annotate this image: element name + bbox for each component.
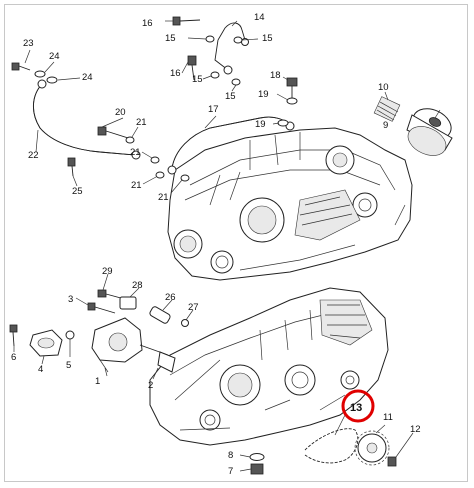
drain-plug (249, 453, 265, 475)
callout-25: 25 (72, 186, 83, 197)
callout-21-c: 21 (131, 180, 142, 191)
callout-23: 23 (23, 38, 34, 49)
callout-19-a: 19 (258, 89, 269, 100)
callout-8: 8 (228, 450, 233, 461)
callout-12: 12 (410, 424, 421, 435)
callout-17: 17 (208, 104, 219, 115)
callout-27: 27 (188, 302, 199, 313)
callout-20: 20 (115, 107, 126, 118)
callout-24-a: 24 (49, 51, 60, 62)
callout-21-a: 21 (136, 117, 147, 128)
callout-5: 5 (66, 360, 71, 371)
oil-pipe-22 (33, 79, 141, 160)
fasteners-upper (11, 16, 298, 182)
callout-labels: 1 2 3 4 5 6 7 8 9 10 11 12 13 14 15 15 1… (11, 12, 421, 477)
callout-1: 1 (95, 376, 100, 387)
upper-crankcase (167, 127, 413, 281)
callout-15-d: 15 (225, 91, 236, 102)
callout-26: 26 (165, 292, 176, 303)
drive-chain (304, 428, 359, 464)
oil-pump-sprocket (354, 430, 390, 466)
lower-crankcase (149, 287, 389, 446)
callout-16-b: 16 (170, 68, 181, 79)
callout-22: 22 (28, 150, 39, 161)
callout-28: 28 (132, 280, 143, 291)
leader-lines (13, 20, 441, 472)
callout-10: 10 (378, 82, 389, 93)
oil-filter-assembly (373, 96, 453, 156)
callout-2: 2 (148, 380, 153, 391)
callout-16-a: 16 (142, 18, 153, 29)
callout-11: 11 (383, 412, 393, 423)
callout-4: 4 (38, 364, 43, 375)
callout-15-a: 15 (165, 33, 176, 44)
highlight-circle (341, 389, 375, 423)
callout-3: 3 (68, 294, 73, 305)
callout-19-b: 19 (255, 119, 266, 130)
callout-29: 29 (102, 266, 113, 277)
callout-21-d: 21 (158, 192, 169, 203)
callout-24-b: 24 (82, 72, 93, 83)
sprocket-bolt (387, 456, 397, 467)
callout-13: 13 (350, 402, 362, 414)
callout-9: 9 (383, 120, 388, 131)
oil-pipe-14 (214, 22, 249, 75)
callout-15-c: 15 (192, 74, 203, 85)
callout-7: 7 (228, 466, 233, 477)
callout-14: 14 (254, 12, 265, 23)
oil-pump-parts (9, 289, 189, 373)
callout-18: 18 (270, 70, 281, 81)
callout-21-b: 21 (130, 147, 141, 158)
callout-6: 6 (11, 352, 16, 363)
callout-15-b: 15 (262, 33, 273, 44)
